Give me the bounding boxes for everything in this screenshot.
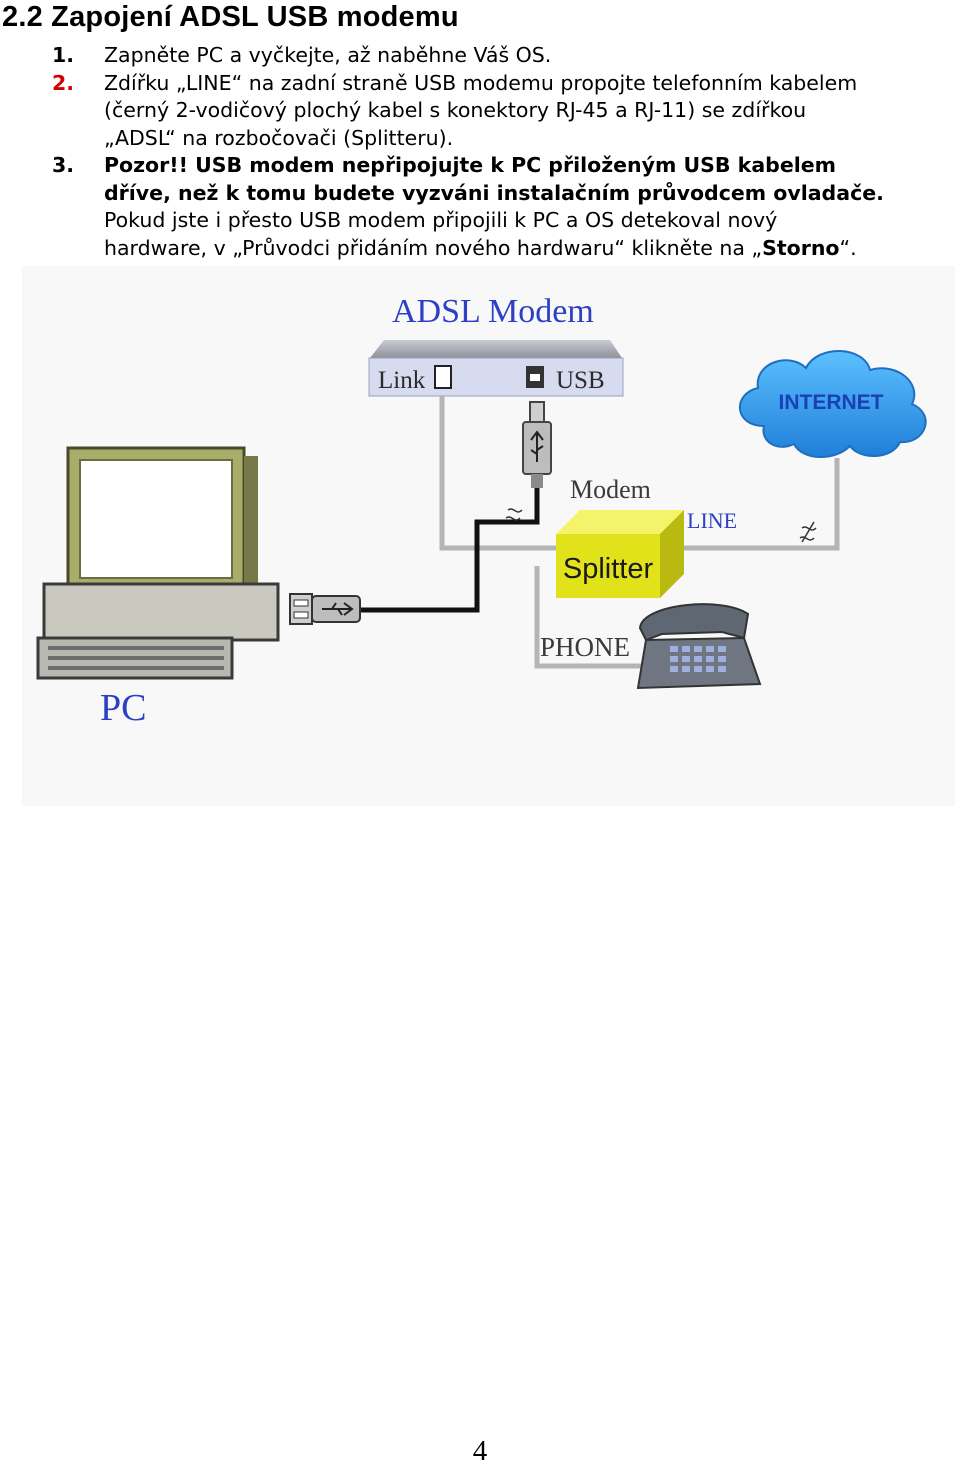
splitter-front (556, 534, 660, 598)
step-text-part: hardware, v „Průvodci přidáním nového ha… (104, 235, 763, 260)
adsl-modem: ADSL Modem Link USB (368, 293, 624, 397)
modem-top (370, 340, 622, 358)
step-text-line: „ADSL“ na rozbočovači (Splitteru). (104, 125, 454, 150)
cables (360, 396, 840, 669)
step-2: 2. Zdířku „LINE“ na zadní straně USB mod… (0, 70, 960, 153)
step-1: 1. Zapněte PC a vyčkejte, až naběhne Váš… (0, 42, 960, 70)
break-mark (799, 536, 815, 541)
step-text-line: (černý 2-vodičový plochý kabel s konekto… (104, 98, 807, 122)
splitter: Modem Splitter LINE PHONE (540, 475, 737, 662)
modem-front (368, 357, 624, 397)
link-port-icon (434, 365, 452, 389)
port-usb-label: USB (556, 367, 605, 394)
telephone-icon (636, 603, 762, 690)
usb-cable (360, 488, 540, 613)
line-cable (682, 458, 840, 551)
step-number: 3. (52, 153, 75, 177)
connection-diagram: ADSL Modem Link USB (22, 266, 955, 806)
instruction-list: 1. Zapněte PC a vyčkejte, až naběhne Váš… (0, 42, 960, 262)
step-text-line: Zdířku „LINE“ na zadní straně USB modemu… (104, 70, 858, 95)
splitter-top (556, 510, 684, 534)
cable-break-marks (505, 508, 817, 543)
pc-computer-icon: PC (36, 446, 280, 729)
warning-text: dříve, než k tomu budete vyzváni instala… (104, 180, 884, 205)
monitor-screen (79, 459, 233, 579)
break-mark (507, 508, 523, 513)
step-text-line: hardware, v „Průvodci přidáním nového ha… (104, 235, 960, 263)
warning-line: Pozor!! USB modem nepřipojujte k PC přil… (104, 152, 960, 180)
pc-base (42, 582, 280, 642)
internet-label: INTERNET (779, 391, 884, 414)
line-label: LINE (687, 508, 737, 533)
splitter-modem-label: Modem (570, 475, 651, 504)
usb-pc-plug-icon (289, 593, 361, 625)
step-number: 2. (52, 70, 75, 95)
step-3: 3. Pozor!! USB modem nepřipojujte k PC p… (0, 152, 960, 262)
port-link-label: Link (378, 367, 426, 394)
usb-plug-icon (522, 401, 552, 488)
step-text-part: “. (839, 235, 857, 260)
step-text-line: Pokud jste i přesto USB modem připojili … (104, 208, 778, 232)
phone-cable (534, 566, 642, 669)
pc-label: PC (100, 687, 146, 729)
break-mark (801, 526, 817, 531)
modem-title: ADSL Modem (392, 293, 594, 330)
break-mark (801, 521, 815, 543)
warning-text: USB modem nepřipojujte k PC přiloženým U… (187, 153, 837, 177)
step-number: 1. (52, 43, 75, 67)
phone-label: PHONE (540, 632, 630, 662)
splitter-label: Splitter (563, 553, 654, 585)
link-cable (439, 396, 557, 551)
section-heading: 2.2 Zapojení ADSL USB modemu (2, 1, 459, 33)
splitter-side (660, 510, 684, 598)
break-mark (505, 516, 521, 521)
internet-cloud-icon: INTERNET (739, 350, 927, 459)
warning-lead: Pozor!! (104, 153, 188, 177)
monitor-side (244, 456, 258, 594)
step-text: Zapněte PC a vyčkejte, až naběhne Váš OS… (104, 43, 552, 67)
warning-line: dříve, než k tomu budete vyzváni instala… (104, 180, 960, 208)
usb-port-slot (530, 374, 540, 381)
storno-label: Storno (762, 235, 840, 260)
page-number: 4 (472, 1435, 488, 1467)
